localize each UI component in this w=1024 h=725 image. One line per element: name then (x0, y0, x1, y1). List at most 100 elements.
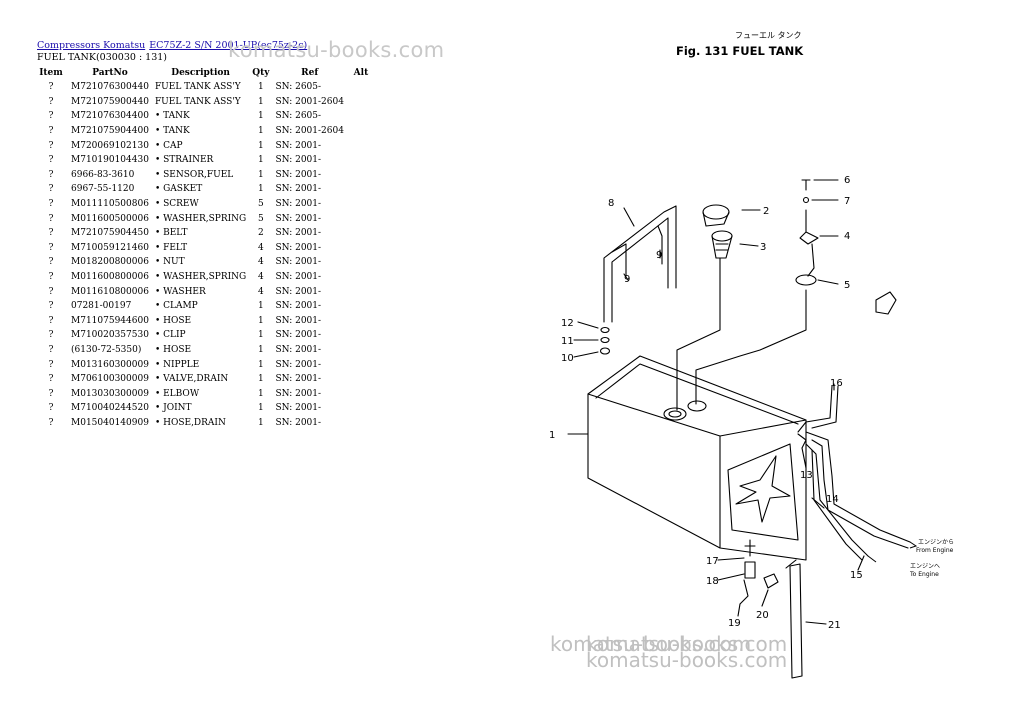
to-engine-label: To Engine (909, 571, 939, 578)
cell-qty: 4 (258, 242, 264, 253)
header-partno: PartNo (92, 68, 128, 78)
cell-partno: M013160300009 (71, 359, 149, 370)
cell-description: FUEL TANK ASS'Y (154, 82, 241, 93)
cell-item: ? (48, 199, 54, 210)
breadcrumb-link-compressors[interactable]: Compressors Komatsu (37, 40, 146, 51)
cell-description: • NIPPLE (154, 359, 200, 370)
cell-alt (347, 314, 375, 329)
cell-ref: SN: 2605- (275, 111, 322, 122)
cell-alt (347, 226, 375, 241)
cell-partno: M710059121460 (71, 242, 149, 253)
cell-ref: SN: 2001- (275, 359, 322, 370)
from-engine-jp: エンジンから (918, 539, 954, 546)
parts-table-header: Item PartNo Description Qty Ref Alt (34, 66, 375, 80)
cell-description: • WASHER (154, 286, 206, 297)
sensor-part (799, 209, 819, 245)
cell-item: ? (48, 257, 54, 268)
callout-2: 2 (763, 206, 769, 217)
cell-ref: SN: 2001- (275, 301, 322, 312)
cell-qty: 2 (258, 228, 264, 239)
cell-alt (347, 241, 375, 256)
cell-partno: 6966-83-3610 (71, 169, 135, 180)
header-item: Item (39, 68, 63, 78)
cell-item: ? (48, 301, 54, 312)
cell-item: ? (48, 374, 54, 385)
callout-19: 19 (728, 618, 741, 629)
breadcrumb-link-model[interactable]: EC75Z-2 S/N 2001-UP(ec75z-2c) (149, 40, 308, 51)
cell-ref: SN: 2001- (275, 228, 322, 239)
cell-alt (347, 357, 375, 372)
callout-8: 8 (608, 198, 614, 209)
cell-item: ? (48, 403, 54, 414)
cell-alt (347, 153, 375, 168)
cell-partno: M721075900440 (71, 96, 149, 107)
strainer-part (711, 235, 733, 259)
hose-drain-21 (789, 563, 803, 679)
cell-partno: M018200800006 (71, 257, 149, 268)
cell-qty: 1 (258, 126, 264, 137)
cell-alt (347, 416, 375, 431)
cell-ref: SN: 2001- (275, 155, 322, 166)
callout-18: 18 (706, 576, 719, 587)
cell-alt (347, 95, 375, 110)
cell-partno: M011610800006 (71, 286, 149, 297)
cell-partno: M721075904400 (71, 126, 149, 137)
cell-alt (347, 328, 375, 343)
cell-description: • HOSE (154, 344, 192, 355)
cell-description: • TANK (154, 126, 190, 137)
cell-alt (347, 372, 375, 387)
cell-ref: SN: 2001- (275, 388, 322, 399)
cell-partno: M721075904450 (71, 228, 149, 239)
cell-item: ? (48, 140, 54, 151)
cell-alt (347, 255, 375, 270)
cell-ref: SN: 2605- (275, 82, 322, 93)
callout-9a: 9 (656, 250, 662, 261)
cell-qty: 4 (258, 286, 264, 297)
watermark-bottom-1: komatsu-books.com (550, 632, 752, 656)
header-description: Description (171, 68, 230, 78)
cell-item: ? (48, 344, 54, 355)
callout-17: 17 (706, 556, 719, 567)
clip-13 (797, 433, 807, 449)
cell-item: ? (48, 417, 54, 428)
cell-partno: M711075944600 (71, 315, 149, 326)
cell-ref: SN: 2001- (275, 213, 322, 224)
callout-14: 14 (826, 494, 839, 505)
cell-item: ? (48, 155, 54, 166)
tank-outline (587, 355, 807, 561)
tank-inner-top (595, 363, 799, 425)
from-engine-label: From Engine (916, 547, 954, 554)
cell-qty: 4 (258, 272, 264, 283)
cell-partno: 07281-00197 (71, 301, 132, 312)
cell-item: ? (48, 111, 54, 122)
cell-description: • STRAINER (154, 155, 214, 166)
watermark-bottom-3: komatsu-books.com (586, 648, 788, 672)
cell-item: ? (48, 96, 54, 107)
cell-qty: 1 (258, 344, 264, 355)
cell-alt (347, 109, 375, 124)
parts-table-body: ? M721076300440 FUEL TANK ASS'Y 1 SN: 2605-?… (34, 80, 375, 430)
cell-description: • BELT (154, 228, 188, 239)
callout-13: 13 (800, 470, 813, 481)
cell-alt (347, 270, 375, 285)
cell-partno: M721076300440 (71, 82, 149, 93)
cell-qty: 5 (258, 199, 264, 210)
cell-partno: (6130-72-5350) (71, 344, 142, 355)
cell-description: • HOSE (154, 315, 192, 326)
cell-qty: 1 (258, 403, 264, 414)
cap-part (702, 204, 730, 220)
cell-alt (347, 284, 375, 299)
cell-description: • HOSE,DRAIN (154, 417, 226, 428)
cell-qty: 4 (258, 257, 264, 268)
